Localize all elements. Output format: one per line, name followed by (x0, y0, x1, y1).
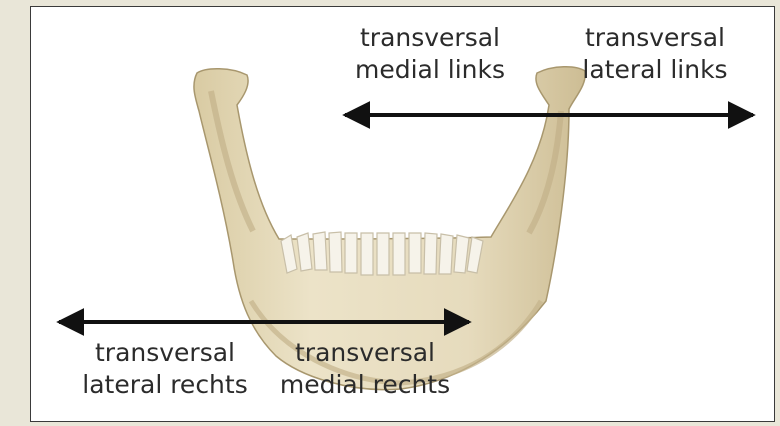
label-line-1: transversal (255, 337, 475, 369)
label-line-2: lateral links (555, 54, 755, 86)
label-line-1: transversal (55, 337, 275, 369)
label-transversal-medial-links: transversal medial links (330, 22, 530, 86)
label-line-1: transversal (330, 22, 530, 54)
label-transversal-medial-rechts: transversal medial rechts (255, 337, 475, 401)
label-transversal-lateral-rechts: transversal lateral rechts (55, 337, 275, 401)
label-line-2: medial links (330, 54, 530, 86)
label-line-2: lateral rechts (55, 369, 275, 401)
label-transversal-lateral-links: transversal lateral links (555, 22, 755, 86)
label-line-2: medial rechts (255, 369, 475, 401)
label-line-1: transversal (555, 22, 755, 54)
